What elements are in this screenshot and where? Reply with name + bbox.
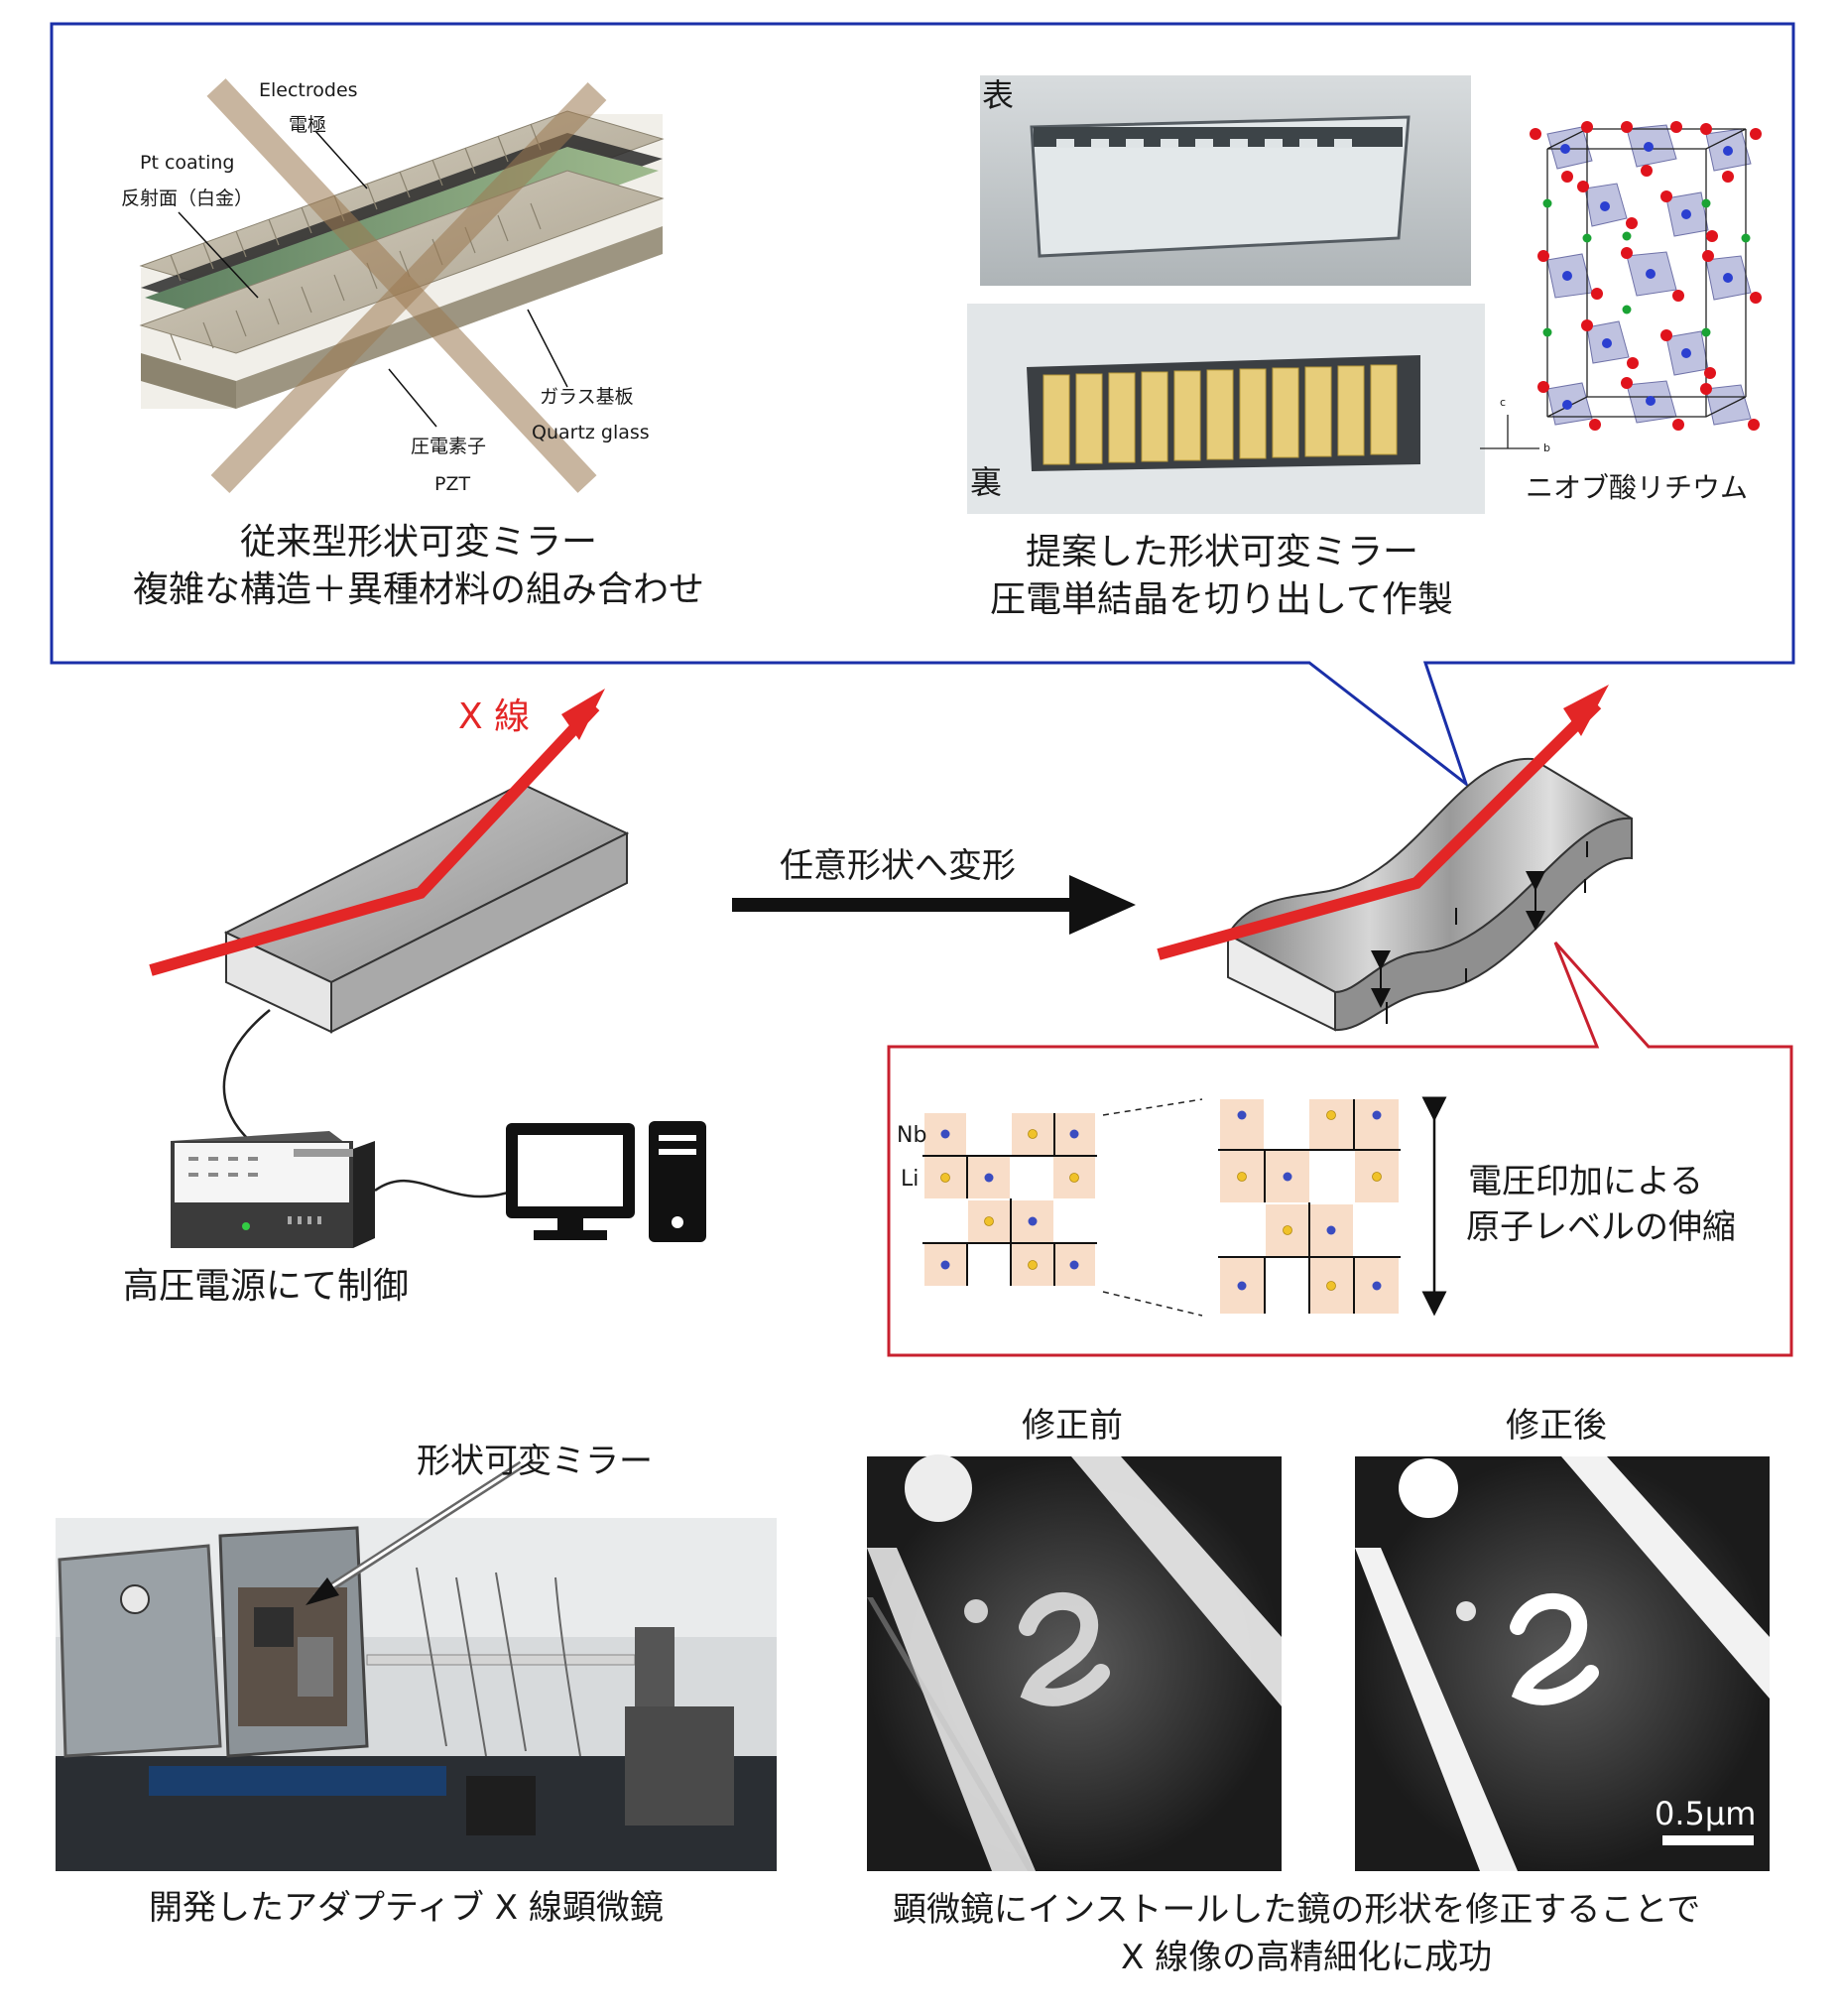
label-nb: Nb bbox=[897, 1123, 927, 1148]
lattice-right bbox=[1218, 1099, 1401, 1314]
lattice-left bbox=[922, 1113, 1097, 1286]
red-frame bbox=[887, 941, 1793, 1357]
label-li: Li bbox=[901, 1167, 920, 1192]
xray-label: X 線 bbox=[458, 696, 531, 737]
label-pzt-en: PZT bbox=[434, 473, 471, 495]
mirror-pointer-head bbox=[306, 1577, 339, 1605]
crystal-oxygen-atoms bbox=[1530, 121, 1762, 431]
label-crystal: ニオブ酸リチウム bbox=[1526, 471, 1749, 504]
label-pzt-ja: 圧電素子 bbox=[411, 436, 487, 457]
label-coating-ja: 反射面（白金） bbox=[121, 188, 254, 209]
after-label: 修正後 bbox=[1506, 1406, 1607, 1446]
conventional-caption-line1: 従来型形状可変ミラー bbox=[240, 522, 598, 563]
axis-indicator bbox=[1480, 415, 1539, 449]
crystal-niobium-atoms bbox=[1560, 142, 1733, 410]
zoom-dash-top bbox=[1102, 1098, 1203, 1116]
proposed-caption-line2: 圧電単結晶を切り出して作製 bbox=[990, 579, 1453, 620]
label-electrodes-ja: 電極 bbox=[289, 114, 327, 136]
microscope-caption: 開発したアダプティブ X 線顕微鏡 bbox=[149, 1888, 664, 1928]
conventional-mirror-photo bbox=[139, 78, 665, 494]
microscope-photo bbox=[56, 1518, 777, 1871]
power-cable bbox=[222, 1009, 271, 1142]
label-coating-en: Pt coating bbox=[140, 152, 235, 174]
xray-beam-deformed bbox=[1157, 699, 1602, 960]
mirror-label: 形状可変ミラー bbox=[417, 1442, 653, 1481]
blue-frame bbox=[50, 22, 1795, 789]
crystal-lithium-atoms bbox=[1542, 198, 1751, 337]
atomic-caption-line1: 電圧印加による bbox=[1468, 1162, 1703, 1201]
xray-image-before bbox=[867, 1454, 1282, 1871]
deformed-mirror-slab bbox=[1226, 757, 1633, 1032]
label-glass-ja: ガラス基板 bbox=[540, 386, 634, 408]
scale-bar bbox=[1662, 1835, 1754, 1845]
result-caption-line1: 顕微鏡にインストールした鏡の形状を修正することで bbox=[893, 1890, 1701, 1930]
proposed-mirror-back-photo bbox=[967, 304, 1485, 514]
cross-out-line-2 bbox=[210, 81, 607, 494]
deform-arrowhead bbox=[1069, 875, 1136, 935]
deform-label: 任意形状へ変形 bbox=[780, 846, 1016, 886]
xray-image-after bbox=[1355, 1456, 1770, 1871]
conventional-caption-line2: 複雑な構造＋異種材料の組み合わせ bbox=[133, 569, 705, 610]
label-front: 表 bbox=[982, 76, 1015, 114]
axis-label-b: b bbox=[1543, 441, 1550, 454]
xray-arrowhead-flat bbox=[561, 689, 605, 740]
result-caption-line2: X 線像の高精細化に成功 bbox=[1121, 1938, 1493, 1977]
computer-icon bbox=[506, 1121, 706, 1242]
before-label: 修正前 bbox=[1022, 1406, 1123, 1446]
label-glass-en: Quartz glass bbox=[532, 422, 650, 443]
crystal-unit-cell bbox=[1546, 128, 1747, 418]
strain-arrows bbox=[1371, 841, 1588, 1024]
axis-label-c: c bbox=[1500, 396, 1507, 409]
label-back: 裏 bbox=[970, 463, 1003, 501]
zoom-dash-bottom bbox=[1102, 1291, 1203, 1317]
proposed-caption-line1: 提案した形状可変ミラー bbox=[1026, 532, 1419, 572]
xray-beam-flat bbox=[149, 701, 600, 976]
proposed-mirror-front-photo bbox=[980, 75, 1471, 286]
xray-arrowhead-deformed bbox=[1563, 685, 1609, 736]
computer-cable bbox=[374, 1180, 509, 1198]
scalebar-label: 0.5μm bbox=[1655, 1795, 1757, 1832]
atomic-caption-line2: 原子レベルの伸縮 bbox=[1466, 1207, 1736, 1247]
power-caption: 高圧電源にて制御 bbox=[123, 1266, 410, 1307]
flat-mirror-slab bbox=[223, 782, 630, 1034]
power-supply-unit bbox=[171, 1131, 375, 1248]
label-electrodes-en: Electrodes bbox=[259, 79, 358, 101]
